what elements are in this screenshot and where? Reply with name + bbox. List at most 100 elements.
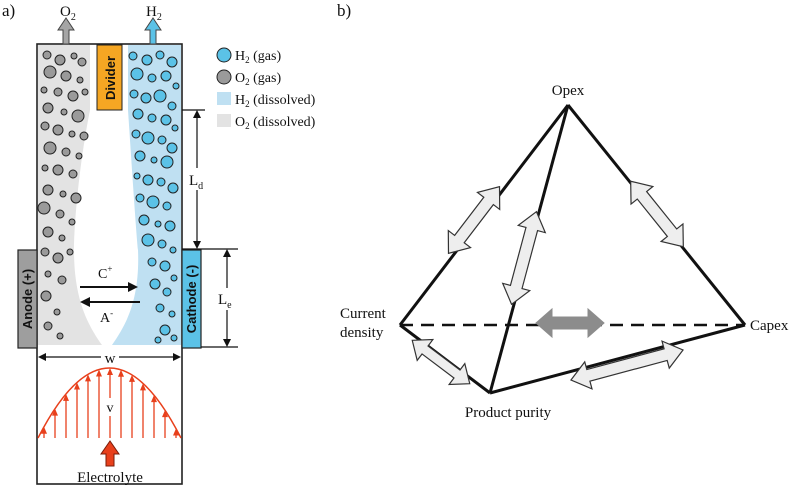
h2-bubble <box>155 303 165 313</box>
h2-bubble <box>160 70 172 82</box>
h2-bubble <box>167 101 177 111</box>
o2-bubble <box>68 130 76 138</box>
legend-o2-gas: O2 (gas) <box>235 71 281 87</box>
h2-bubble <box>141 54 153 66</box>
panel-b: b) Opex Capex Current density <box>337 1 789 421</box>
cation-arrowhead <box>128 282 138 292</box>
cathode <box>181 249 202 349</box>
h2-bubble <box>155 50 165 60</box>
o2-outlet-arrow <box>57 17 75 45</box>
h2-bubble <box>133 172 141 180</box>
legend-o2-gas-swatch <box>216 69 232 85</box>
o2-bubble <box>43 65 57 79</box>
h2-bubble <box>129 89 139 99</box>
legend-h2-gas-swatch <box>216 47 232 63</box>
o2-bubble <box>68 169 78 179</box>
anion-label: A- <box>100 308 113 326</box>
velocity-arrow-head <box>173 428 179 436</box>
edge-purity-capex <box>489 323 746 395</box>
o2-bubble <box>55 209 65 219</box>
anode <box>17 249 38 349</box>
h2-bubble <box>128 51 138 61</box>
h2-bubble <box>157 135 167 145</box>
legend-o2-dissolved-swatch <box>217 114 231 127</box>
velocity-arrow-head <box>52 408 58 416</box>
h2-bubble <box>166 56 178 68</box>
h2-bubble <box>166 142 178 154</box>
velocity-arrow-head <box>140 383 146 391</box>
h2-bubble <box>147 113 157 123</box>
o2-bubble <box>71 109 85 123</box>
o2-bubble <box>61 147 71 157</box>
tradeoff-purity-capex-arrow <box>570 340 684 390</box>
o2-bubble <box>42 226 54 238</box>
h2-bubble <box>159 260 171 272</box>
o2-bubble <box>76 76 84 84</box>
h2-bubble <box>141 233 155 247</box>
panel-a: a) Divider Anode (+) Cathode (-) O2 H2 H… <box>2 1 316 486</box>
h2-bubble <box>146 195 160 209</box>
o2-bubble <box>60 108 68 116</box>
o2-bubble <box>77 57 87 67</box>
o2-bubble <box>37 201 51 215</box>
o2-bubble <box>52 164 64 176</box>
v-label-bg <box>103 398 119 416</box>
cation-label: C+ <box>98 264 112 282</box>
h2-bubble <box>156 177 166 187</box>
h2-bubble <box>168 310 176 318</box>
o2-bubble <box>40 121 50 131</box>
o2-bubble <box>54 54 66 66</box>
h2-bubble <box>153 89 167 103</box>
velocity-arrow-head <box>151 395 157 403</box>
h2-bubble <box>135 193 145 203</box>
le-label-bg <box>216 288 238 310</box>
panel-a-label: a) <box>2 1 15 20</box>
velocity-arrow-head <box>107 368 113 376</box>
o2-bubble <box>57 275 67 285</box>
panel-b-label: b) <box>337 1 351 20</box>
h2-bubble <box>169 246 177 254</box>
h2-outlet-arrow <box>144 17 162 45</box>
h2-bubble <box>132 108 144 120</box>
o2-bubble <box>53 308 61 316</box>
h2-bubble <box>131 129 141 139</box>
h2-bubble <box>171 124 179 132</box>
velocity-arrow-head <box>162 410 168 418</box>
h2-bubble <box>134 150 146 162</box>
h2-bubble <box>164 220 176 232</box>
o2-bubble <box>70 192 82 204</box>
velocity-arrow-head <box>63 393 69 401</box>
vertex-opex: Opex <box>552 83 585 99</box>
o2-bubble <box>66 248 74 256</box>
tradeoff-current-purity-arrow <box>411 338 471 386</box>
ld-label: Ld <box>189 173 203 192</box>
o2-bubble <box>41 164 49 172</box>
h2-bubble <box>154 336 162 344</box>
h2-bubble <box>162 201 172 211</box>
o2-bubble <box>52 252 64 264</box>
electrolyte-inlet-arrow <box>100 440 120 467</box>
o2-bubble <box>43 321 53 331</box>
divider <box>96 44 123 111</box>
h2-bubble <box>157 239 167 249</box>
le-label: Le <box>218 292 232 311</box>
o2-bubble <box>75 152 83 160</box>
o2-bubble <box>79 131 89 141</box>
h2-bubble <box>159 324 171 336</box>
vertex-current-density-line2: density <box>340 325 384 341</box>
h2-bubble <box>149 278 161 290</box>
o2-bubble <box>42 102 54 114</box>
o2-bubble <box>43 141 57 155</box>
h2-bubble <box>154 220 162 228</box>
vertex-capex: Capex <box>750 318 789 334</box>
o2-bubble <box>40 86 48 94</box>
h2-bubble <box>167 182 179 194</box>
o2-bubble <box>40 247 50 257</box>
o2-bubble <box>52 124 64 136</box>
o2-bubble <box>53 87 63 97</box>
h2-bubble <box>162 287 172 297</box>
o2-bubble <box>70 52 78 60</box>
h2-bubble <box>150 156 158 164</box>
o2-bubble <box>40 290 52 302</box>
h2-bubble <box>160 155 174 169</box>
